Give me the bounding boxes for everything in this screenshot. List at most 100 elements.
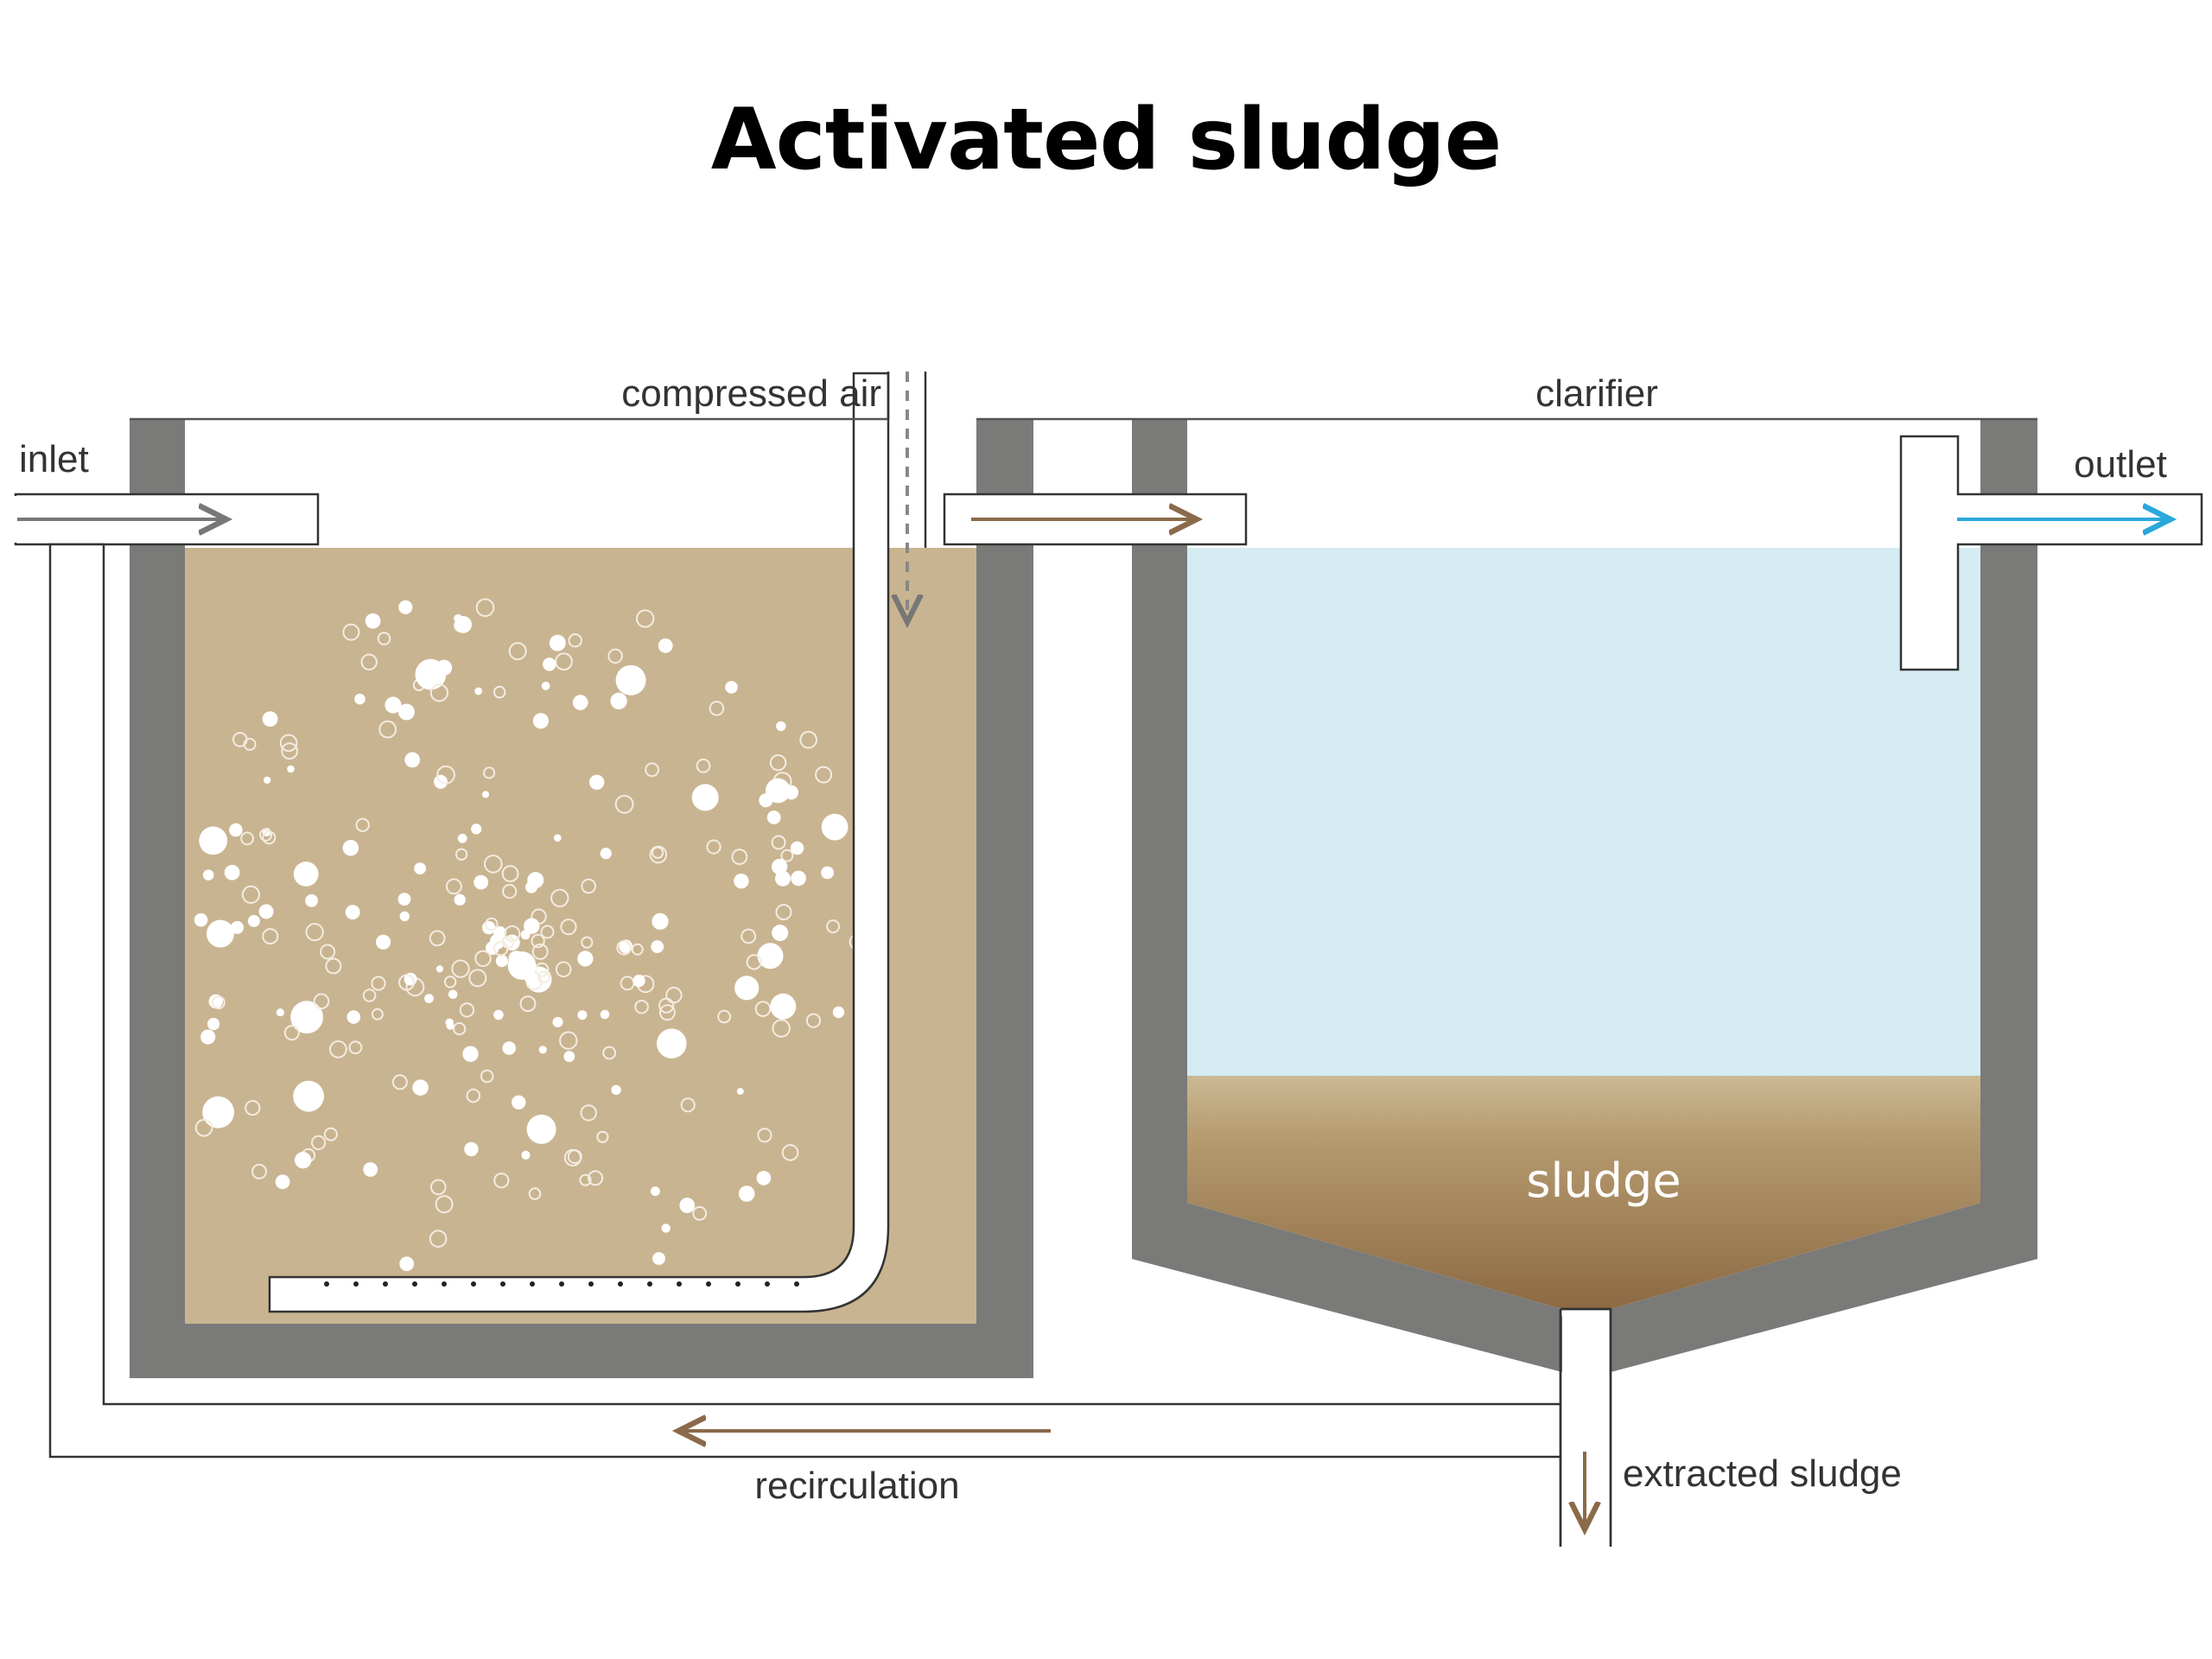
air-bubble [526, 1114, 556, 1144]
air-bubble [534, 962, 550, 977]
air-bubble [311, 1135, 327, 1151]
air-bubble [397, 703, 415, 721]
air-bubble [490, 933, 505, 950]
air-bubble [826, 919, 841, 934]
air-bubble [465, 1048, 478, 1061]
air-bubble [436, 765, 455, 785]
air-bubble [412, 1079, 429, 1096]
air-bubble [651, 940, 664, 953]
air-bubble [464, 1141, 479, 1157]
air-bubble [502, 1041, 516, 1055]
air-bubble [429, 1230, 448, 1248]
air-bubble [781, 1144, 799, 1161]
air-bubble [454, 893, 466, 906]
air-bubble [821, 813, 849, 841]
air-bubble [454, 613, 463, 623]
air-bubble [484, 855, 503, 874]
air-bubble [519, 995, 537, 1013]
air-bubble [769, 754, 787, 772]
air-bubble [736, 1088, 744, 1096]
diffuser-hole [324, 1281, 329, 1287]
air-bubble [377, 632, 391, 645]
air-bubble [474, 687, 483, 696]
diffuser-hole [647, 1281, 652, 1287]
air-bubble [385, 696, 402, 714]
air-bubble [207, 1018, 220, 1031]
air-bubble [342, 840, 359, 856]
air-bubble [313, 993, 330, 1010]
air-bubble [652, 846, 664, 859]
air-bubble [404, 752, 421, 768]
air-bubble [652, 912, 669, 930]
air-bubble [679, 1198, 696, 1213]
air-bubble [555, 652, 573, 671]
air-bubble [251, 1163, 267, 1179]
air-bubble [757, 943, 784, 969]
air-bubble [240, 831, 255, 846]
recirculation-label: recirculation [754, 1465, 959, 1507]
air-bubble [766, 810, 781, 824]
air-bubble [262, 830, 276, 845]
air-bubble [398, 600, 413, 614]
air-bubble [275, 1174, 290, 1190]
air-bubble [435, 659, 453, 676]
air-bubble [501, 865, 519, 882]
air-bubble [371, 1007, 384, 1020]
air-bubble [474, 874, 489, 890]
air-bubble [493, 1009, 504, 1020]
diagram-title: Activated sludge [710, 91, 1502, 189]
air-bubble [512, 1095, 526, 1110]
air-bubbles [194, 598, 881, 1271]
air-bubble [293, 1080, 324, 1112]
air-bubble [446, 878, 462, 895]
air-bubble [262, 928, 279, 945]
air-bubble [780, 849, 794, 862]
air-bubble [805, 1013, 822, 1028]
air-bubble [325, 957, 342, 975]
air-bubble [741, 928, 757, 944]
air-bubble [771, 835, 786, 850]
air-bubble [247, 914, 260, 927]
outlet-label: outlet [2074, 443, 2167, 486]
air-bubble [480, 1069, 494, 1084]
air-bubble [430, 1179, 447, 1196]
clarifier-water [1187, 548, 1980, 1076]
air-bubble [424, 994, 434, 1003]
diffuser-hole [794, 1281, 799, 1287]
air-bubble [525, 880, 537, 893]
air-bubble [775, 870, 791, 887]
diffuser-hole [588, 1281, 594, 1287]
air-bubble [453, 1022, 467, 1036]
air-bubble [580, 1104, 597, 1122]
air-bubble [528, 1187, 542, 1200]
diffuser-hole [471, 1281, 476, 1287]
outlet-baffle [1899, 435, 2203, 671]
air-bubble [391, 1074, 408, 1090]
diffuser-hole [500, 1281, 505, 1287]
diffuser-hole [442, 1281, 447, 1287]
air-bubble [362, 988, 377, 1002]
air-bubble [661, 1224, 671, 1233]
air-bubble [279, 734, 298, 753]
air-bubble [435, 965, 443, 973]
air-bubble [615, 664, 646, 696]
air-bubble [588, 1170, 604, 1186]
air-bubble [560, 918, 577, 936]
air-bubble [241, 885, 260, 905]
air-bubble [706, 839, 721, 855]
air-bubble [754, 1001, 772, 1017]
air-bubble [563, 1051, 575, 1063]
air-bubble [776, 721, 786, 732]
air-bubble [636, 609, 655, 628]
air-bubble [552, 1016, 563, 1027]
air-bubble [416, 674, 424, 683]
air-bubble [657, 1028, 687, 1058]
air-bubble [540, 925, 555, 939]
air-bubble [772, 925, 789, 942]
air-bubble [650, 1186, 660, 1197]
air-bubble [531, 933, 545, 949]
air-bubble [799, 730, 818, 749]
air-bubble [538, 1046, 547, 1054]
air-bubble [734, 874, 749, 889]
